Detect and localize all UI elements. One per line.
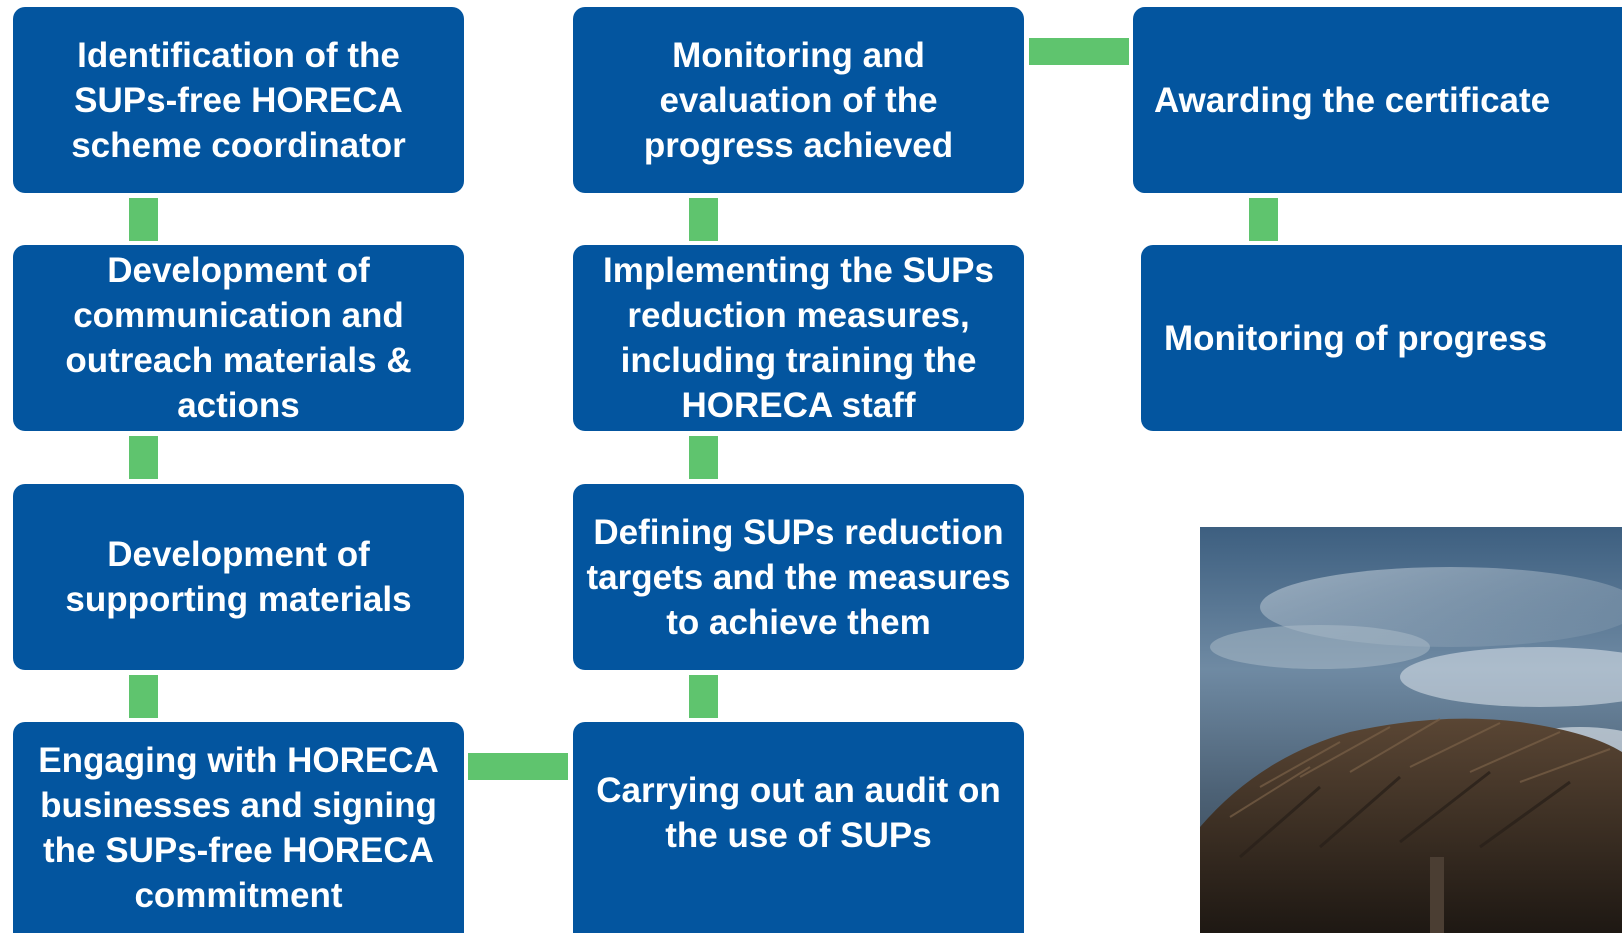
- step-monitoring-evaluation: Monitoring and evaluation of the progres…: [573, 7, 1024, 193]
- step-label: Monitoring and evaluation of the progres…: [643, 35, 954, 165]
- connector: [468, 753, 568, 780]
- step-label: Identification of the SUPs-free HORECA s…: [71, 35, 406, 165]
- step-label: Monitoring of progress: [1164, 318, 1548, 358]
- connector: [689, 436, 718, 479]
- connector: [129, 436, 158, 479]
- step-audit: Carrying out an audit on the use of SUPs: [573, 722, 1024, 933]
- step-label: Development of communication and outreac…: [65, 251, 412, 425]
- step-label: Defining SUPs reduction targets and the …: [586, 512, 1011, 642]
- step-implementing-measures: Implementing the SUPs reduction measures…: [573, 245, 1024, 431]
- step-label: Carrying out an audit on the use of SUPs: [596, 770, 1001, 855]
- step-defining-targets: Defining SUPs reduction targets and the …: [573, 484, 1024, 670]
- connector: [129, 198, 158, 241]
- step-identification-coordinator: Identification of the SUPs-free HORECA s…: [13, 7, 464, 193]
- step-label: Awarding the certificate: [1154, 80, 1551, 120]
- connector: [1029, 38, 1129, 65]
- beach-umbrella-image: [1200, 527, 1622, 933]
- step-label: Development of supporting materials: [65, 535, 412, 619]
- connector: [689, 675, 718, 718]
- step-communication-materials: Development of communication and outreac…: [13, 245, 464, 431]
- step-label: Engaging with HORECA businesses and sign…: [38, 740, 439, 915]
- connector: [1249, 198, 1278, 241]
- step-engaging-horeca: Engaging with HORECA businesses and sign…: [13, 722, 464, 933]
- step-awarding-certificate: Awarding the certificate: [1133, 7, 1622, 193]
- beach-umbrella-photo: [1200, 527, 1622, 933]
- connector: [129, 675, 158, 718]
- step-label: Implementing the SUPs reduction measures…: [603, 251, 994, 425]
- step-supporting-materials: Development of supporting materials: [13, 484, 464, 670]
- connector: [689, 198, 718, 241]
- step-monitoring-progress: Monitoring of progress: [1141, 245, 1622, 431]
